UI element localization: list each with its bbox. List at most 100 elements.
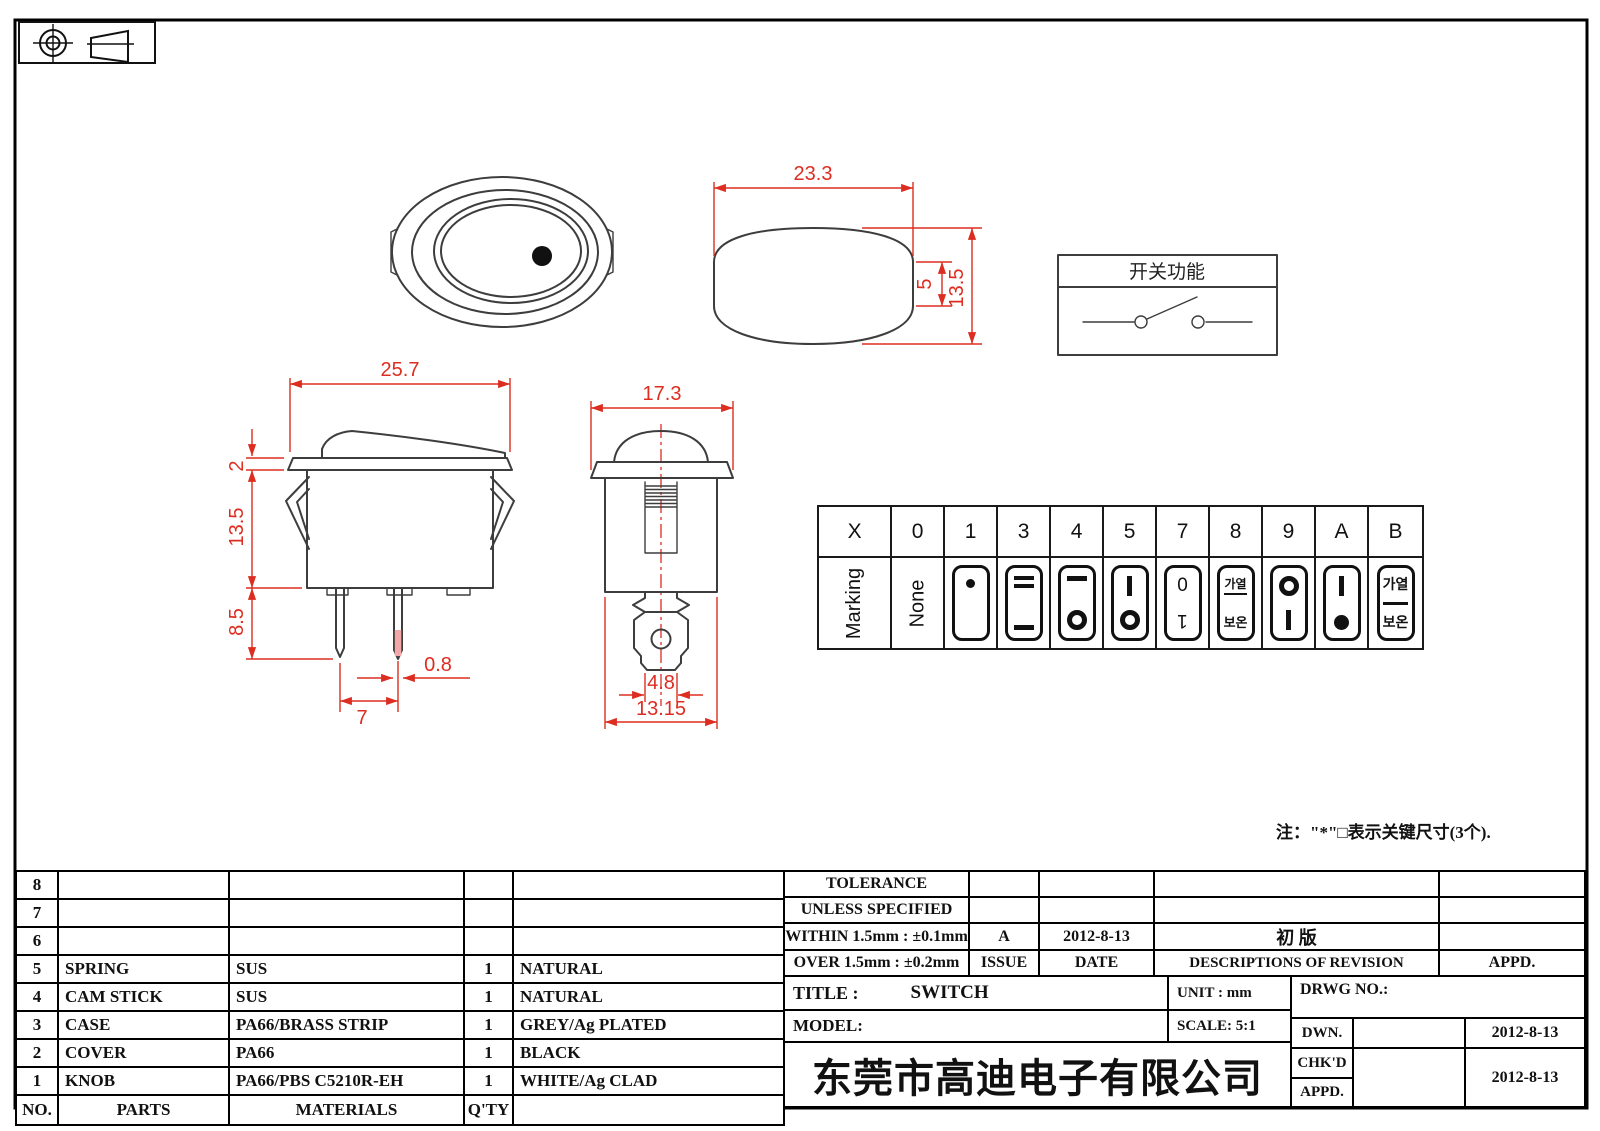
- bom-part: COVER: [57, 1038, 230, 1068]
- revision-empty: [1155, 898, 1440, 924]
- marking-sym-none: None: [892, 558, 946, 648]
- function-box-title: 开关功能: [1129, 261, 1205, 283]
- bom-color: [512, 870, 785, 900]
- appd-label: APPD.: [1292, 1079, 1354, 1106]
- bom-qty: 1: [463, 954, 514, 984]
- marking-sym-i-ring: [1104, 558, 1158, 648]
- bom-qty: 1: [463, 982, 514, 1012]
- bom-color: BLACK: [512, 1038, 785, 1068]
- bom-part: CASE: [57, 1010, 230, 1040]
- bom-part: KNOB: [57, 1066, 230, 1096]
- title-block: TOLERANCE UNLESS SPECIFIED WITHIN 1.5mm …: [783, 870, 1586, 1108]
- sheet-border: [13, 18, 1589, 1110]
- bom-qty: [463, 898, 514, 928]
- marking-code-7: 7: [1157, 507, 1211, 558]
- switch-function-box: 开关功能: [1057, 254, 1278, 356]
- key-dimension-note: 注："*"□表示关键尺寸(3个).: [1276, 823, 1491, 842]
- dim-side-width: 17.3: [643, 383, 682, 405]
- dim-front-terminal: 8.5: [226, 608, 248, 636]
- tolerance-subtitle: UNLESS SPECIFIED: [785, 898, 970, 924]
- marking-sym-dot: [945, 558, 999, 648]
- revision-empty: [1155, 872, 1440, 898]
- bom-qty: 1: [463, 1010, 514, 1040]
- bom-material: [228, 898, 465, 928]
- scale-cell: SCALE: 5:1: [1169, 1011, 1292, 1043]
- revision-empty: [1440, 898, 1584, 924]
- tolerance-title: TOLERANCE: [785, 872, 970, 898]
- chkd-date: 2012-8-13: [1491, 1068, 1559, 1086]
- bom-header-materials: MATERIALS: [228, 1094, 465, 1126]
- bom-color: NATURAL: [512, 954, 785, 984]
- bom-header-parts: PARTS: [57, 1094, 230, 1126]
- front-view: 25.7 2 13.5 8.5 7 0.8: [226, 359, 515, 729]
- revision-description-label: DESCRIPTIONS OF REVISION: [1155, 951, 1440, 977]
- bom-material: SUS: [228, 954, 465, 984]
- marking-sym-eq-bar: [998, 558, 1052, 648]
- hatching: [645, 485, 677, 508]
- dwn-signature: [1354, 1019, 1466, 1049]
- revision-date-value: 2012-8-13: [1040, 924, 1155, 951]
- dim-front-thickness: 0.8: [424, 654, 452, 676]
- bom-material: PA66/BRASS STRIP: [228, 1010, 465, 1040]
- bom-color: [512, 898, 785, 928]
- bom-no: 8: [15, 870, 59, 900]
- bom-part: CAM STICK: [57, 982, 230, 1012]
- marking-code-4: 4: [1051, 507, 1105, 558]
- bom-qty: 1: [463, 1066, 514, 1096]
- company-name: 东莞市高迪电子有限公司: [812, 1056, 1263, 1101]
- bom-material: PA66/PBS C5210R-EH: [228, 1066, 465, 1096]
- dim-front-rocker: 2: [226, 460, 248, 471]
- tolerance-within: WITHIN 1.5mm : ±0.1mm: [785, 924, 970, 951]
- marking-code-1: 1: [945, 507, 999, 558]
- chkd-signature: [1354, 1049, 1466, 1106]
- dim-front-pitch: 7: [356, 707, 367, 729]
- bom-part: SPRING: [57, 954, 230, 984]
- bom-qty: [463, 870, 514, 900]
- dim-oval-height: 13.5: [946, 269, 968, 308]
- bom-part: [57, 870, 230, 900]
- revision-issue-label: ISSUE: [970, 951, 1040, 977]
- bom-row-7: 7: [15, 898, 785, 928]
- revision-appd-label: APPD.: [1440, 951, 1584, 977]
- bom-no: 3: [15, 1010, 59, 1040]
- title-value: SWITCH: [910, 982, 989, 1003]
- bom-no: 2: [15, 1038, 59, 1068]
- revision-date-label: DATE: [1040, 951, 1155, 977]
- dim-front-width: 25.7: [381, 359, 420, 381]
- oval-outline-view: 23.3 5 13.5: [713, 163, 982, 345]
- bom-color: GREY/Ag PLATED: [512, 1010, 785, 1040]
- revision-issue-value: A: [970, 924, 1040, 951]
- marking-code-b: B: [1369, 507, 1422, 558]
- revision-empty: [1040, 898, 1155, 924]
- bom-color: NATURAL: [512, 982, 785, 1012]
- bom-material: PA66: [228, 1038, 465, 1068]
- terminal-highlight: [394, 630, 402, 656]
- model-cell: MODEL:: [785, 1011, 1169, 1043]
- marking-code-5: 5: [1104, 507, 1158, 558]
- chkd-label: CHK'D: [1292, 1049, 1354, 1079]
- bom-material: [228, 870, 465, 900]
- marking-sym-i-dot: [1316, 558, 1369, 648]
- revision-empty: [970, 872, 1040, 898]
- dot-glyph: [966, 579, 976, 588]
- marking-sym-bar-ring: [1051, 558, 1105, 648]
- tolerance-over: OVER 1.5mm : ±0.2mm: [785, 951, 970, 977]
- bom-header-no: NO.: [15, 1094, 59, 1126]
- title-row: TITLE : SWITCH: [785, 977, 1169, 1011]
- marking-code-9: 9: [1263, 507, 1317, 558]
- top-view: [390, 176, 614, 328]
- bom-header-qty: Q'TY: [463, 1094, 514, 1126]
- bom-part: [57, 898, 230, 928]
- dim-side-body-width: 13.15: [636, 698, 686, 720]
